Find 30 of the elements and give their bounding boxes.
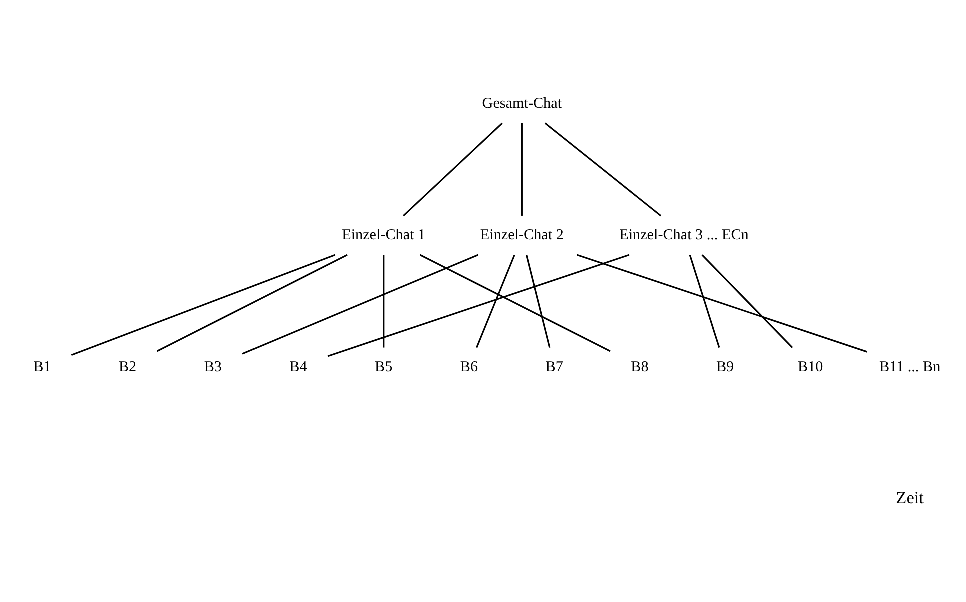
connector — [403, 122, 503, 216]
node-text: B10 — [798, 358, 824, 375]
connector — [383, 254, 385, 348]
connector — [476, 254, 516, 348]
node-text: Einzel-Chat 2 — [480, 227, 564, 244]
node-text: B1 — [34, 358, 52, 375]
connector — [328, 254, 630, 357]
node-text: Einzel-Chat 1 — [342, 227, 426, 244]
connector — [521, 122, 523, 216]
connector — [702, 254, 794, 348]
node-text: B3 — [204, 358, 222, 375]
label: Zeit — [896, 488, 924, 507]
node-text: B4 — [290, 358, 308, 375]
node-text: B11 ... Bn — [879, 358, 941, 375]
node-text: B9 — [716, 358, 734, 375]
connector — [577, 254, 868, 352]
node-text: B5 — [375, 358, 393, 375]
connector — [156, 254, 348, 352]
connector — [544, 122, 662, 216]
node-text: Einzel-Chat 3 ... ECn — [620, 227, 749, 244]
node-text: B8 — [631, 358, 649, 375]
node-text: B2 — [118, 358, 137, 375]
node-text: Gesamt-Chat — [482, 95, 562, 112]
connector — [526, 254, 551, 348]
node-text: B7 — [546, 358, 564, 375]
connector — [689, 254, 720, 348]
connector — [242, 254, 479, 354]
node-text: B6 — [460, 358, 478, 375]
connector — [71, 254, 336, 356]
connector — [420, 254, 611, 352]
